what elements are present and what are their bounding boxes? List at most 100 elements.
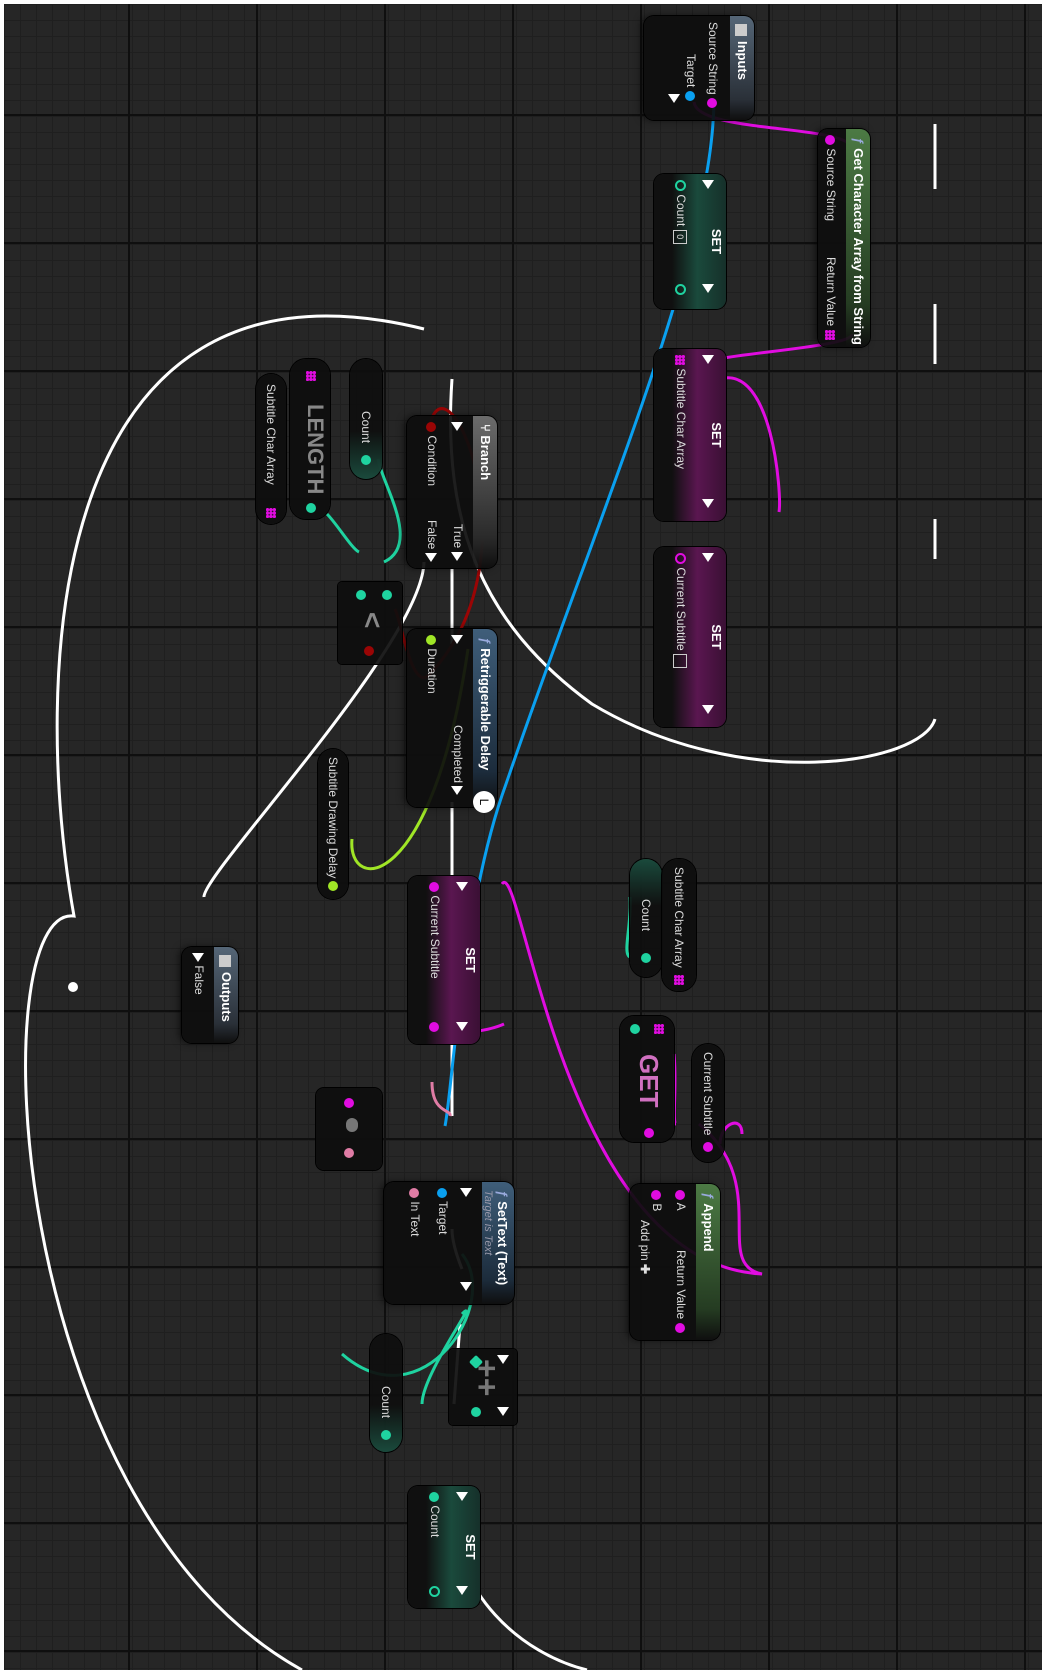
set-char-array-node[interactable]: SET Subtitle Char Array bbox=[654, 349, 726, 521]
duration-pin[interactable]: Duration bbox=[425, 635, 439, 694]
var-subtitle-char-array-2[interactable]: Subtitle Char Array bbox=[662, 859, 696, 991]
set-count-final-node[interactable]: SET Count bbox=[408, 1486, 480, 1608]
settext-header: ƒSetText (Text)Target is Text bbox=[482, 1182, 514, 1304]
conversion-icon bbox=[346, 1118, 358, 1132]
outputs-node[interactable]: Outputs False bbox=[182, 947, 238, 1043]
retrig-delay-header: ƒRetriggerable Delay bbox=[473, 629, 497, 807]
int-pin-hollow bbox=[674, 180, 686, 191]
false-return-pin[interactable]: False bbox=[192, 953, 206, 995]
exec-in-pin[interactable] bbox=[451, 422, 465, 431]
return-value-pin[interactable]: Return Value bbox=[824, 257, 838, 340]
string-pin-dot bbox=[429, 882, 440, 892]
exec-in-pin[interactable] bbox=[702, 553, 716, 562]
int-pin-dot bbox=[630, 1024, 640, 1034]
var-count-3[interactable]: Count bbox=[370, 1334, 402, 1452]
true-label: True bbox=[451, 524, 465, 549]
increment-node[interactable]: ++ bbox=[449, 1349, 517, 1425]
count-out-pin[interactable] bbox=[428, 1586, 442, 1597]
condition-pin[interactable]: Condition bbox=[425, 422, 439, 486]
source-string-in-pin[interactable]: Source String bbox=[824, 135, 838, 221]
bool-pin-dot bbox=[426, 422, 437, 432]
in-text-label: In Text bbox=[408, 1201, 422, 1237]
set-current-subtitle-node[interactable]: SET Current Subtitle bbox=[408, 876, 480, 1044]
exec-in-pin[interactable] bbox=[702, 355, 716, 364]
current-subtitle-pin[interactable]: Current Subtitle bbox=[673, 553, 688, 669]
b-pin[interactable]: B bbox=[650, 1190, 664, 1211]
exec-in-pin[interactable] bbox=[456, 882, 470, 891]
count-pin[interactable]: Count 0 bbox=[673, 180, 688, 244]
set-label: SET bbox=[463, 1534, 478, 1560]
set-count-zero-node[interactable]: SET Count 0 bbox=[654, 174, 726, 309]
false-pin[interactable]: False bbox=[425, 520, 439, 562]
length-node[interactable]: LENGTH bbox=[290, 359, 330, 519]
exec-out-pin[interactable] bbox=[668, 94, 682, 103]
var-subtitle-drawing-delay[interactable]: Subtitle Drawing Delay bbox=[318, 749, 348, 899]
count-pin[interactable]: Count bbox=[428, 1492, 442, 1537]
return-value-label: Return Value bbox=[674, 1250, 688, 1320]
text-wire bbox=[430, 1081, 452, 1117]
count-out-pin[interactable] bbox=[674, 284, 688, 295]
current-subtitle-out-pin[interactable] bbox=[428, 1022, 442, 1032]
append-return-pin[interactable]: Return Value bbox=[674, 1250, 688, 1333]
a-pin[interactable]: A bbox=[674, 1190, 688, 1211]
source-string-label: Source String bbox=[706, 22, 720, 95]
exec-in-pin[interactable] bbox=[460, 1188, 474, 1197]
var-count-1[interactable]: Count bbox=[350, 359, 382, 479]
settext-title: SetText (Text) bbox=[495, 1201, 510, 1286]
less-than-node[interactable]: < bbox=[338, 582, 402, 664]
completed-pin[interactable]: Completed bbox=[451, 725, 465, 796]
get-array-node[interactable]: GET bbox=[620, 1016, 674, 1142]
append-title: Append bbox=[701, 1203, 716, 1252]
source-string-pin[interactable]: Source String bbox=[706, 22, 720, 109]
array-pin-icon bbox=[825, 329, 836, 340]
exec-out-pin[interactable] bbox=[460, 1282, 474, 1291]
target-label: Target bbox=[436, 1201, 450, 1235]
branch-node[interactable]: ⑂ Branch Condition True False bbox=[407, 416, 497, 568]
in-text-pin[interactable]: In Text bbox=[408, 1188, 422, 1236]
exec-in-pin[interactable] bbox=[497, 1355, 511, 1364]
target-pin[interactable]: Target bbox=[684, 54, 698, 101]
string-pin-dot bbox=[703, 1142, 713, 1152]
reroute-knot[interactable] bbox=[68, 982, 78, 992]
to-text-conversion-node[interactable] bbox=[316, 1088, 382, 1170]
var-subtitle-char-array-1[interactable]: Subtitle Char Array bbox=[256, 374, 286, 524]
exec-out-pin[interactable] bbox=[702, 284, 716, 293]
function-icon: ƒ bbox=[478, 637, 493, 645]
exec-out-pin[interactable] bbox=[702, 499, 716, 508]
char-array-pin[interactable]: Subtitle Char Array bbox=[674, 355, 688, 469]
count-value-input[interactable]: 0 bbox=[673, 229, 688, 244]
var-count-2[interactable]: Count bbox=[630, 859, 662, 977]
array-wire bbox=[719, 376, 781, 513]
current-subtitle-pin[interactable]: Current Subtitle bbox=[428, 882, 442, 979]
inputs-node[interactable]: Inputs Source String Target bbox=[644, 16, 754, 120]
var-current-subtitle[interactable]: Current Subtitle bbox=[692, 1044, 724, 1162]
target-pin[interactable]: Target bbox=[436, 1188, 450, 1234]
exec-in-pin[interactable] bbox=[456, 1492, 470, 1501]
array-pin-icon bbox=[675, 355, 686, 365]
exec-out-pin[interactable] bbox=[497, 1407, 511, 1416]
exec-out-pin[interactable] bbox=[456, 1586, 470, 1595]
true-pin[interactable]: True bbox=[451, 524, 465, 561]
target-label: Target bbox=[684, 54, 698, 88]
add-pin-button[interactable]: Add pin ✚ bbox=[638, 1220, 652, 1274]
false-label: False bbox=[425, 520, 439, 550]
array-in-icon bbox=[654, 1024, 664, 1034]
text-pin-dot bbox=[344, 1148, 354, 1158]
string-pin-dot bbox=[825, 135, 836, 145]
append-header: ƒAppend bbox=[696, 1184, 720, 1340]
object-pin-dot bbox=[685, 90, 696, 101]
exec-in-pin[interactable] bbox=[451, 635, 465, 644]
settext-node[interactable]: ƒSetText (Text)Target is Text Target In … bbox=[384, 1182, 514, 1304]
append-node[interactable]: ƒAppend A B Return Value Add pin ✚ bbox=[630, 1184, 720, 1340]
retriggerable-delay-node[interactable]: ƒRetriggerable Delay Duration Completed … bbox=[407, 629, 497, 813]
exec-out-pin[interactable] bbox=[702, 705, 716, 714]
get-character-array-node[interactable]: ƒGet Character Array from String Source … bbox=[818, 129, 870, 347]
text-value-input[interactable] bbox=[673, 654, 688, 669]
set-label: SET bbox=[709, 422, 724, 448]
outputs-title: Outputs bbox=[219, 972, 234, 1022]
exec-out-pin[interactable] bbox=[456, 1022, 470, 1031]
bool-pin-dot bbox=[364, 646, 374, 656]
blueprint-graph-canvas[interactable]: Inputs Source String Target ƒGet Charact… bbox=[4, 4, 1042, 1670]
set-current-subtitle-empty-node[interactable]: SET Current Subtitle bbox=[654, 547, 726, 727]
exec-in-pin[interactable] bbox=[702, 180, 716, 189]
